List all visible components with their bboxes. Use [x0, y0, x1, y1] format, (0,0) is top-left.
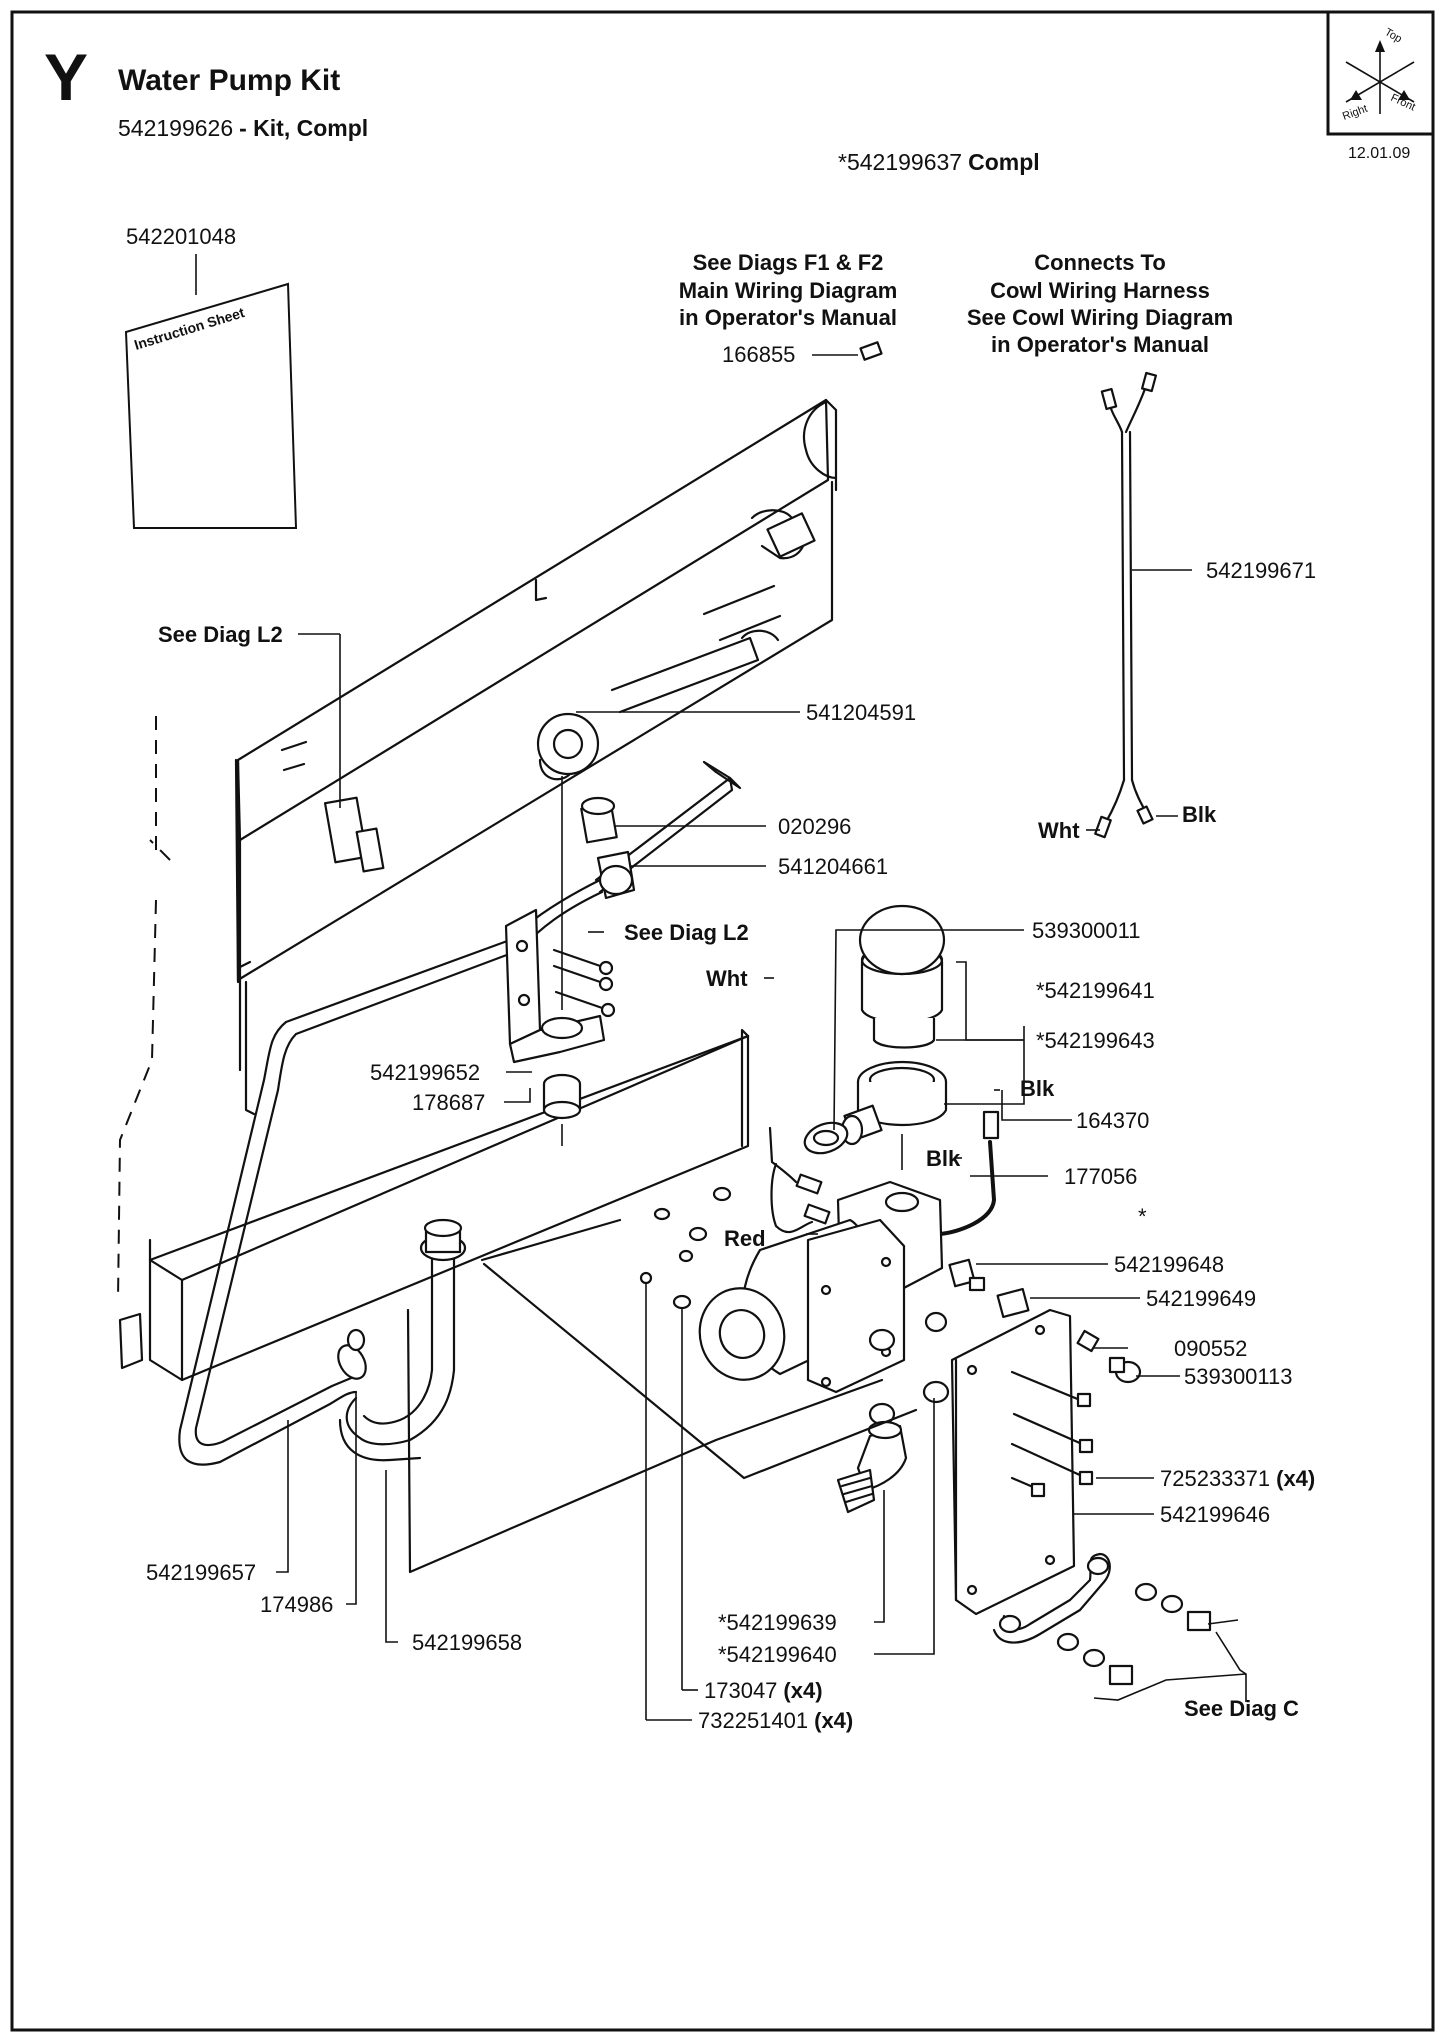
callout-542199643: *542199643 — [1036, 1028, 1155, 1053]
revision-date: 12.01.09 — [1348, 145, 1410, 162]
note-diags-f: See Diags F1 & F2 Main Wiring Diagram in… — [679, 250, 898, 330]
callout-541204661: 541204661 — [778, 854, 888, 879]
fitting-178687 — [542, 1073, 582, 1120]
kit-suffix: - Kit, Compl — [239, 115, 368, 141]
washers-732251401 — [639, 1186, 732, 1310]
callout-542199639: *542199639 — [718, 1610, 837, 1635]
plug-539300113 — [1108, 1356, 1142, 1384]
callout-542199671: 542199671 — [1206, 558, 1316, 583]
callout-539300113: 539300113 — [1184, 1364, 1293, 1389]
bracket-see-diag-c — [992, 1552, 1212, 1686]
instruction-sheet: Instruction Sheet — [124, 282, 298, 529]
clamp-539300011 — [803, 1121, 849, 1155]
callout-542199652: 542199652 — [370, 1060, 480, 1085]
callout-star: * — [1138, 1204, 1147, 1229]
reservoir-base — [840, 1060, 948, 1146]
callout-542199648: 542199648 — [1114, 1252, 1224, 1277]
note-cowl-line2: Cowl Wiring Harness — [990, 278, 1210, 303]
callout-blk-top: Blk — [1020, 1076, 1055, 1101]
note-diags-f-line1: See Diags F1 & F2 — [693, 250, 884, 275]
note-cowl: Connects To Cowl Wiring Harness See Cowl… — [967, 250, 1233, 357]
harness-label-wht: Wht — [1038, 818, 1080, 843]
hose-542199658 — [338, 1218, 467, 1462]
note-diags-f-line3: in Operator's Manual — [679, 305, 897, 330]
callout-020296: 020296 — [778, 814, 851, 839]
reservoir-cup-542199643 — [872, 1018, 936, 1049]
orientation-front: Front — [1389, 92, 1417, 114]
callout-732251401-qty: (x4) — [814, 1708, 853, 1733]
callout-542199649: 542199649 — [1146, 1286, 1256, 1311]
callout-173047: 173047(x4) — [704, 1678, 823, 1703]
fitting-541204661 — [596, 850, 636, 900]
callout-red: Red — [724, 1226, 766, 1251]
callout-725233371-qty: (x4) — [1276, 1466, 1315, 1491]
plate-542199646 — [950, 1308, 1076, 1616]
callout-164370: 164370 — [1076, 1108, 1149, 1133]
connector-542199648 — [948, 1258, 986, 1292]
callout-090552: 090552 — [1174, 1336, 1247, 1361]
harness-542199671 — [1094, 371, 1158, 839]
kit-line: 542199626- Kit, Compl — [118, 115, 368, 141]
callout-542199657: 542199657 — [146, 1560, 256, 1585]
note-cowl-line4: in Operator's Manual — [991, 332, 1209, 357]
callout-542199641: *542199641 — [1036, 978, 1155, 1003]
callout-see-diag-l2-top: See Diag L2 — [158, 622, 283, 647]
leader-lines — [276, 633, 1247, 1721]
callout-178687: 178687 — [412, 1090, 485, 1115]
fuse-166855 — [859, 341, 883, 361]
harness-label-blk: Blk — [1182, 802, 1217, 827]
note-cowl-line3: See Cowl Wiring Diagram — [967, 305, 1233, 330]
bolts-725233371 — [1010, 1370, 1094, 1498]
callout-166855: 166855 — [722, 342, 795, 367]
section-letter: Y — [44, 40, 88, 114]
fitting-541204591 — [536, 712, 600, 781]
compl-number: *542199637 — [838, 149, 962, 175]
callout-542199658: 542199658 — [412, 1630, 522, 1655]
fitting-542199640 — [836, 1468, 876, 1514]
callout-542199640: *542199640 — [718, 1642, 837, 1667]
fitting-090552 — [1076, 1329, 1100, 1353]
callout-725233371: 725233371(x4) — [1160, 1466, 1315, 1491]
water-tank — [117, 398, 838, 1382]
callout-542199646: 542199646 — [1160, 1502, 1270, 1527]
connector-542199649 — [996, 1287, 1030, 1319]
callout-539300011: 539300011 — [1032, 918, 1141, 943]
callout-173047-qty: (x4) — [783, 1678, 822, 1703]
callout-174986: 174986 — [260, 1592, 333, 1617]
clamp-174986 — [337, 1328, 367, 1380]
callout-732251401-number: 732251401 — [698, 1708, 808, 1733]
orientation-right: Right — [1341, 103, 1369, 123]
bolts-see-l2 — [552, 948, 616, 1018]
callout-177056: 177056 — [1064, 1164, 1137, 1189]
reservoir-542199641 — [858, 904, 946, 1024]
callout-541204591: 541204591 — [806, 700, 916, 725]
note-cowl-line1: Connects To — [1034, 250, 1166, 275]
page-border — [10, 10, 1435, 2032]
compl-suffix: Compl — [968, 149, 1040, 175]
orientation-top: Top — [1383, 26, 1404, 45]
orientation-indicator: Top Right Front — [1326, 10, 1435, 136]
callout-732251401: 732251401(x4) — [698, 1708, 853, 1733]
kit-number: 542199626 — [118, 115, 233, 141]
callout-blk-mid: Blk — [926, 1146, 961, 1171]
tank-fittings — [236, 509, 816, 970]
callout-see-diag-c: See Diag C — [1184, 1696, 1299, 1721]
isolators-173047 — [868, 1311, 950, 1426]
fitting-020296 — [580, 796, 618, 844]
bracket-542199652 — [504, 908, 606, 1064]
page-title: Water Pump Kit — [118, 64, 340, 97]
callout-see-diag-l2-mid: See Diag L2 — [624, 920, 749, 945]
callout-725233371-number: 725233371 — [1160, 1466, 1270, 1491]
callout-542201048: 542201048 — [126, 224, 236, 249]
callout-173047-number: 173047 — [704, 1678, 777, 1703]
note-diags-f-line2: Main Wiring Diagram — [679, 278, 898, 303]
callout-wht-left: Wht — [706, 966, 748, 991]
